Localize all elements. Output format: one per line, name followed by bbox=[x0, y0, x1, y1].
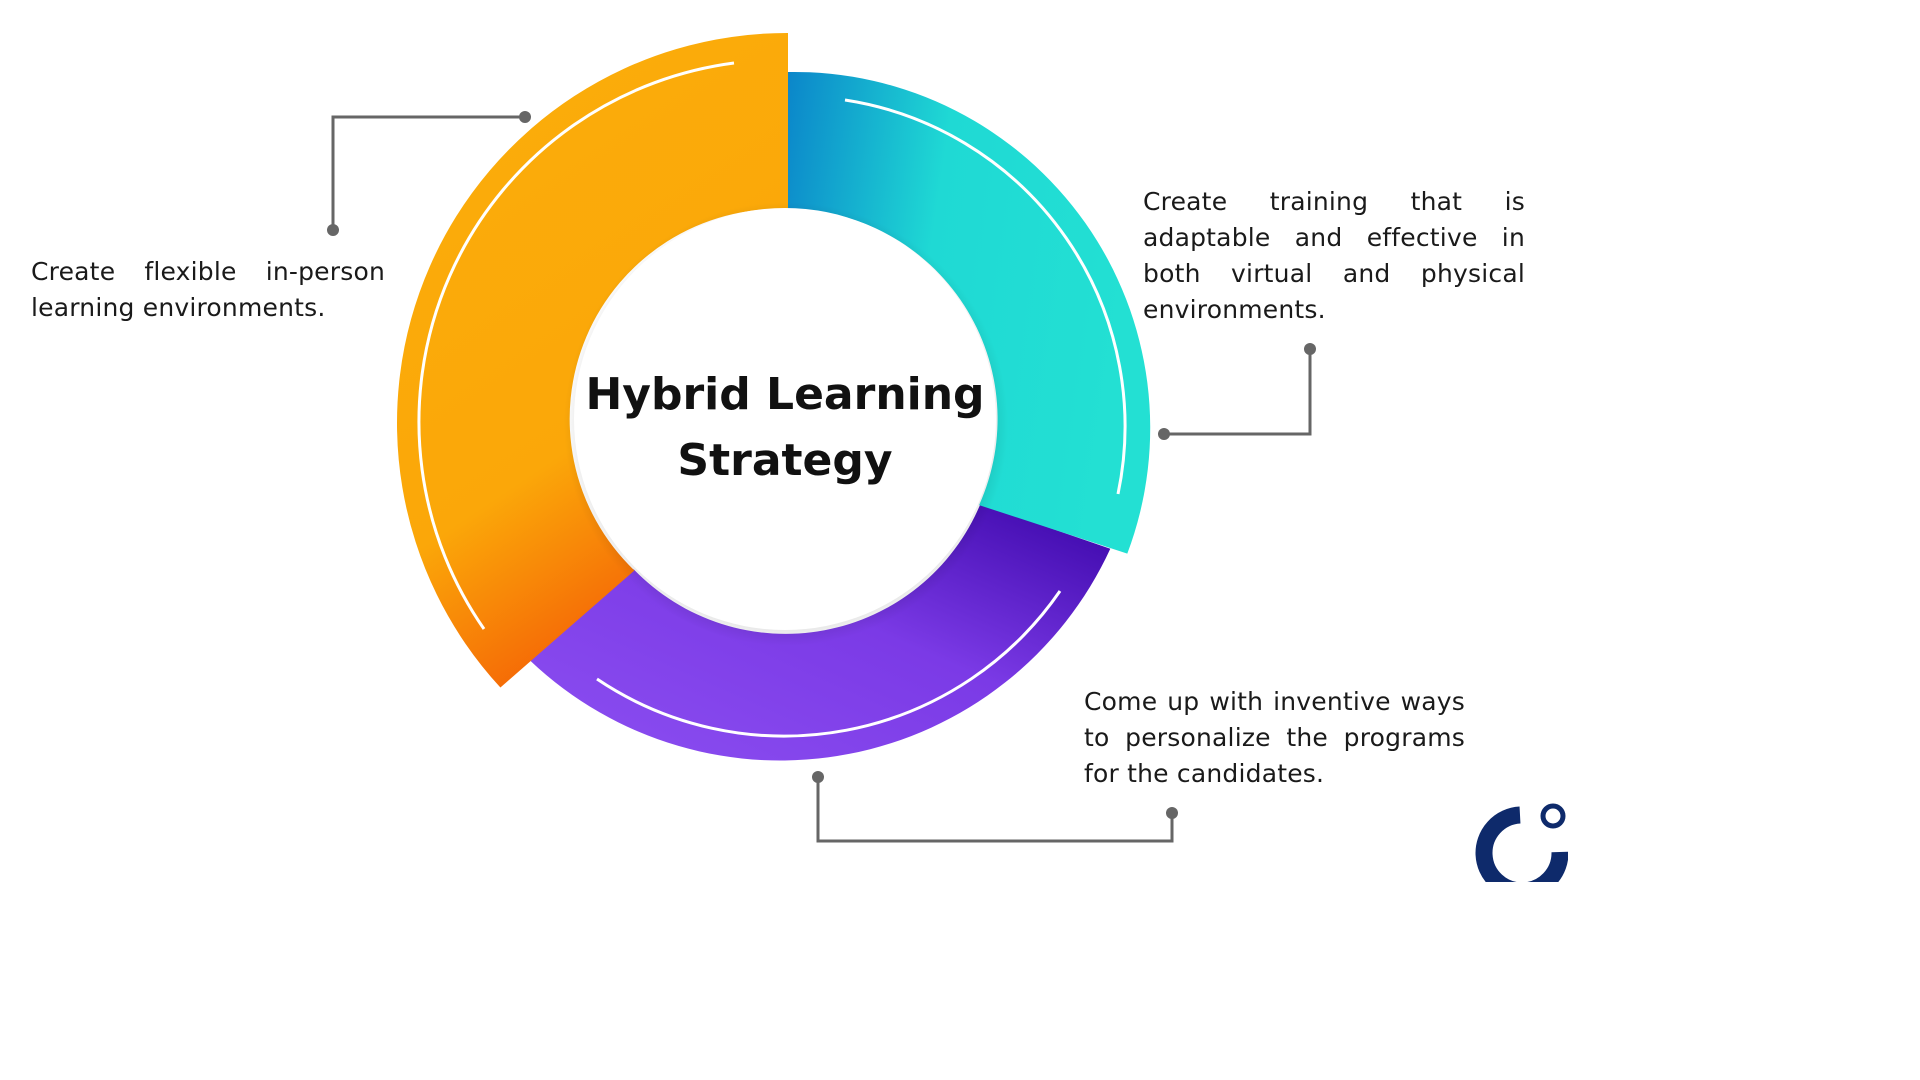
callout-personalize: Come up with inventive ways to personali… bbox=[1084, 687, 1465, 788]
title-line-2: Strategy bbox=[677, 435, 893, 486]
arrow-personalize-icon bbox=[596, 590, 1062, 738]
connector-dot bbox=[1158, 428, 1170, 440]
diagram-title: Hybrid Learning Strategy bbox=[575, 362, 995, 494]
connector-dot bbox=[327, 224, 339, 236]
segment-in-person bbox=[396, 32, 788, 688]
callout-in-person: Create flexible in-person learning envir… bbox=[31, 257, 385, 322]
hybrid-learning-cycle-diagram bbox=[327, 32, 1568, 882]
connector-dot bbox=[519, 111, 531, 123]
arrow-adaptable-icon bbox=[844, 98, 1127, 495]
connector-dot bbox=[1304, 343, 1316, 355]
title-line-1: Hybrid Learning bbox=[585, 369, 985, 420]
connector-in-person bbox=[331, 115, 525, 230]
connector-personalize bbox=[816, 777, 1174, 843]
connector-dot bbox=[812, 771, 824, 783]
arrow-in-person-icon bbox=[417, 61, 735, 630]
brand-logo-icon bbox=[1475, 803, 1568, 882]
center-disc bbox=[574, 208, 996, 630]
callout-adaptable: Create training that is adaptable and ef… bbox=[1143, 187, 1525, 324]
connector-adaptable bbox=[1164, 349, 1312, 436]
connector-dot bbox=[1166, 807, 1178, 819]
